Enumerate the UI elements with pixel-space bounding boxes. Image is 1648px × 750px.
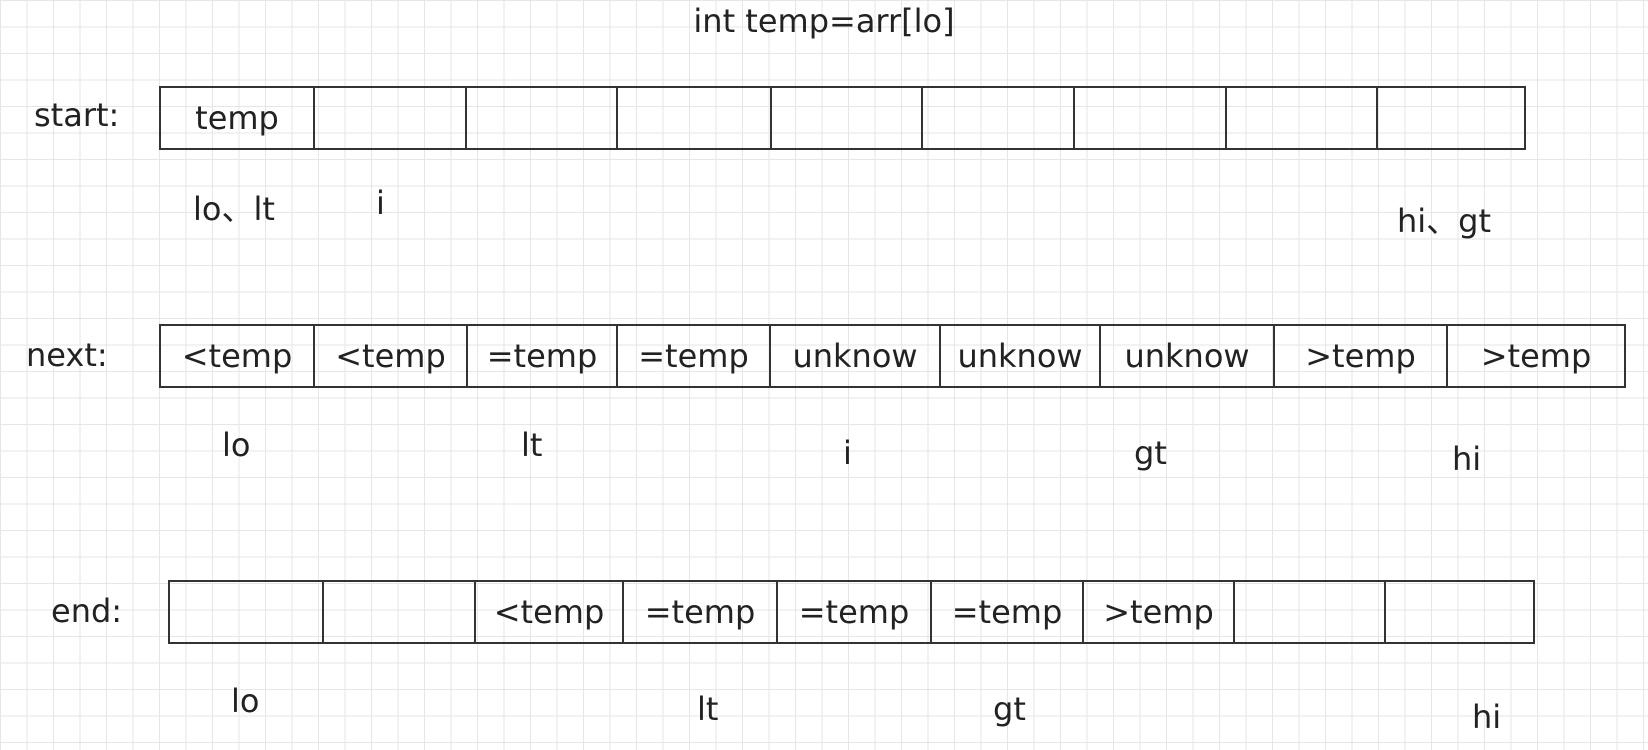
- array-cell: >temp: [1273, 326, 1446, 386]
- pointer-label: lo: [222, 426, 251, 464]
- array-cell: [1073, 88, 1225, 148]
- row-label-next: next:: [26, 336, 108, 374]
- array-cell: [1225, 88, 1376, 148]
- array-cell: [921, 88, 1073, 148]
- array-cell: =temp: [622, 582, 776, 642]
- row-label-end: end:: [51, 592, 123, 630]
- array-cell: [170, 582, 322, 642]
- array-cell: unknow: [1099, 326, 1273, 386]
- array-cell: [465, 88, 616, 148]
- pointer-label: gt: [993, 690, 1026, 728]
- row-label-start: start:: [34, 96, 120, 134]
- array-cell: [770, 88, 921, 148]
- pointer-label: hi、gt: [1397, 202, 1492, 240]
- array-cell: <temp: [181, 337, 293, 375]
- array-cell: [1233, 582, 1384, 642]
- array-cell: temp: [195, 99, 279, 137]
- array-cell: [1384, 582, 1533, 642]
- array-cell: <temp: [474, 582, 622, 642]
- pointer-label: gt: [1134, 434, 1167, 472]
- pointer-label: lo: [231, 682, 260, 720]
- array-end: <temp =temp =temp =temp >temp: [168, 580, 1535, 644]
- array-cell: =temp: [616, 326, 769, 386]
- array-cell: [616, 88, 770, 148]
- array-cell: [322, 582, 474, 642]
- array-cell: =temp: [930, 582, 1082, 642]
- array-cell: =temp: [466, 326, 616, 386]
- pointer-label: lt: [697, 690, 719, 728]
- array-cell: <temp: [313, 326, 466, 386]
- pointer-label: lo、lt: [193, 190, 275, 228]
- array-cell: >temp: [1446, 326, 1624, 386]
- array-next: <temp <temp =temp =temp unknow unknow un…: [159, 324, 1626, 388]
- diagram-title: int temp=arr[lo]: [693, 2, 955, 40]
- array-cell: [1376, 88, 1524, 148]
- pointer-label: hi: [1452, 440, 1482, 478]
- pointer-label: i: [843, 434, 852, 472]
- pointer-label: i: [376, 184, 385, 222]
- array-cell: =temp: [776, 582, 930, 642]
- array-cell: unknow: [769, 326, 939, 386]
- pointer-label: lt: [521, 426, 543, 464]
- array-cell: unknow: [939, 326, 1099, 386]
- array-start: temp: [159, 86, 1526, 150]
- pointer-label: hi: [1472, 698, 1502, 736]
- array-cell: [313, 88, 465, 148]
- array-cell: >temp: [1082, 582, 1233, 642]
